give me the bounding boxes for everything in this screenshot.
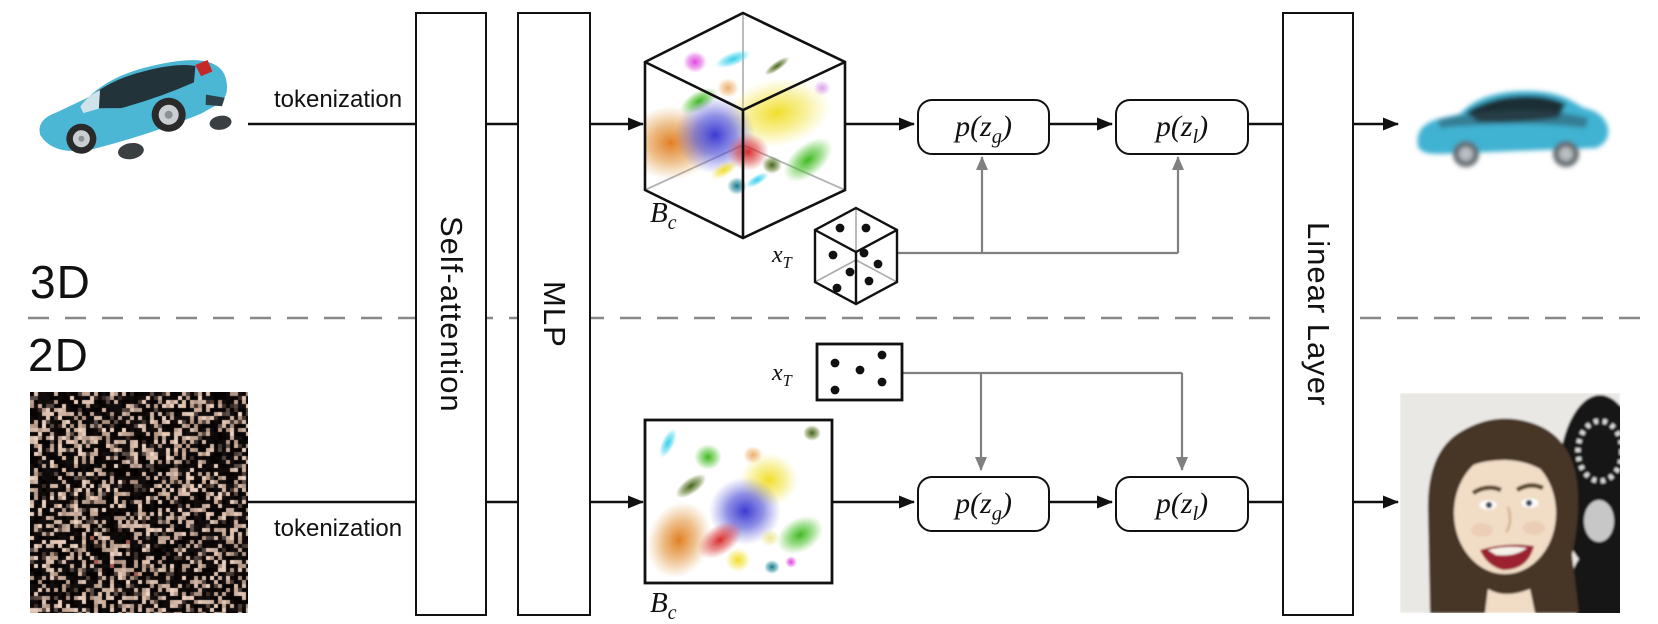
dice-pips: [828, 223, 883, 293]
p-zg-bottom-box: p(zg): [917, 476, 1050, 532]
noise-sample-dots: [830, 350, 887, 395]
tokenization-label-top: tokenization: [273, 86, 403, 113]
gaussian-blobs-2d: [646, 425, 824, 579]
input-2d-noise-image: [30, 392, 248, 613]
tokenization-label-bottom: tokenization: [273, 515, 403, 542]
output-3d-car-image: [1417, 91, 1609, 167]
linear-layer-label: Linear Layer: [1301, 221, 1336, 407]
p-zg-top-box: p(zg): [917, 99, 1050, 155]
section-label-2d: 2D: [28, 329, 89, 381]
noise-injection-connector-bottom: [902, 371, 1188, 471]
self-attention-block: Self-attention: [415, 12, 487, 616]
noise-sample-box: [815, 342, 904, 402]
xt-label-bottom: xT: [772, 360, 792, 390]
noise-dice: [813, 206, 899, 306]
linear-layer-block: Linear Layer: [1282, 12, 1354, 616]
bc-label-bottom: Bc: [650, 587, 677, 624]
gaussian-blobs-3d: [645, 49, 833, 195]
feature-map-square: [643, 418, 834, 585]
bc-label-top: Bc: [650, 197, 677, 234]
noise-injection-connector-top: [897, 156, 1184, 255]
mlp-label: MLP: [537, 280, 572, 348]
section-label-3d: 3D: [30, 256, 91, 308]
input-3d-car-image: [39, 59, 232, 160]
output-2d-face-image: [1400, 393, 1620, 613]
self-attention-label: Self-attention: [434, 215, 469, 413]
xt-label-top: xT: [772, 242, 792, 272]
p-zl-bottom-box: p(zl): [1115, 476, 1249, 532]
feature-volume-cube: [643, 11, 847, 240]
mlp-block: MLP: [517, 12, 591, 616]
p-zl-top-box: p(zl): [1115, 99, 1249, 155]
